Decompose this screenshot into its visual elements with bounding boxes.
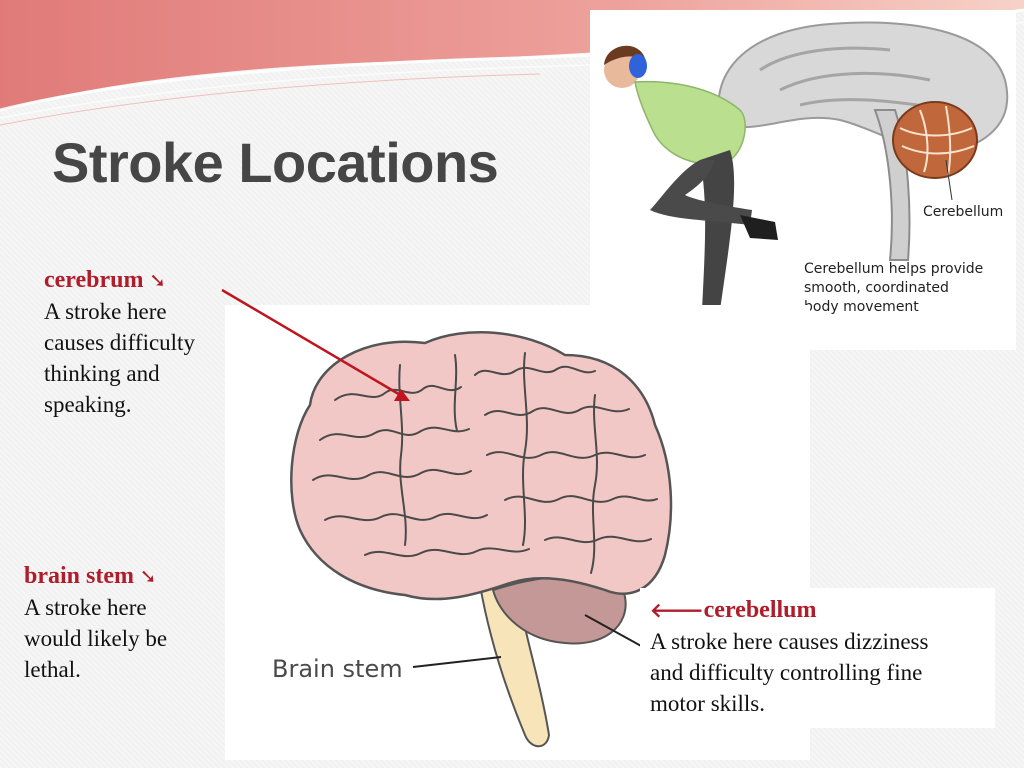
brain-stem-desc-line-3: lethal. xyxy=(24,657,81,682)
brain-stem-figure-label: Brain stem xyxy=(272,655,403,683)
cerebellum-title: cerebellum xyxy=(703,597,817,623)
arrow-left-icon: 🡐 xyxy=(650,598,704,622)
brain-stem-leader-line xyxy=(412,656,502,668)
brain-stem-label-block: brain stem ➘ A stroke here would likely … xyxy=(24,560,167,685)
cerebellum-figure-label: Cerebellum xyxy=(923,204,1003,220)
photo-caption-line-2: smooth, coordinated xyxy=(804,280,949,296)
standing-leg xyxy=(700,150,735,310)
hand-on-head xyxy=(629,54,647,78)
cerebellum-desc-line-1: A stroke here causes dizziness xyxy=(650,629,929,654)
cerebrum-title: cerebrum xyxy=(44,267,144,293)
cerebellum-desc-line-3: motor skills. xyxy=(650,691,766,716)
brain-illustration: Brain stem xyxy=(272,331,673,748)
cerebellum-photo-figure: Cerebellum Cerebellum helps provide smoo… xyxy=(590,10,1016,350)
raised-boot xyxy=(740,215,778,240)
cerebrum-shape xyxy=(290,331,673,601)
cerebellum-leader-line xyxy=(584,614,644,648)
brain-stem-desc-line-1: A stroke here xyxy=(24,595,147,620)
cerebrum-desc-line-4: speaking. xyxy=(44,392,132,417)
cerebellum-desc-line-2: and difficulty controlling fine xyxy=(650,660,923,685)
brain-stem-title: brain stem xyxy=(24,563,134,589)
photo-caption-line-3: body movement xyxy=(804,299,919,315)
photo-caption-line-1: Cerebellum helps provide xyxy=(804,261,983,277)
raised-leg xyxy=(650,160,752,225)
cerebrum-desc-line-2: causes difficulty xyxy=(44,330,195,355)
slide-title: Stroke Locations xyxy=(52,131,499,194)
cerebrum-desc-line-1: A stroke here xyxy=(44,299,167,324)
brain-stem-shape xyxy=(478,583,551,748)
cerebrum-desc-line-3: thinking and xyxy=(44,361,160,386)
cerebellum-shape xyxy=(892,101,978,179)
cerebellum-label-block: 🡐cerebellum A stroke here causes dizzine… xyxy=(650,594,928,719)
brain-stem-desc-line-2: would likely be xyxy=(24,626,168,651)
cerebellum-caption-panel xyxy=(640,588,995,728)
arrow-down-right-icon: ➘ xyxy=(149,268,167,292)
arrow-down-right-icon: ➘ xyxy=(139,564,157,588)
cerebrum-label-block: cerebrum ➘ A stroke here causes difficul… xyxy=(44,264,195,420)
